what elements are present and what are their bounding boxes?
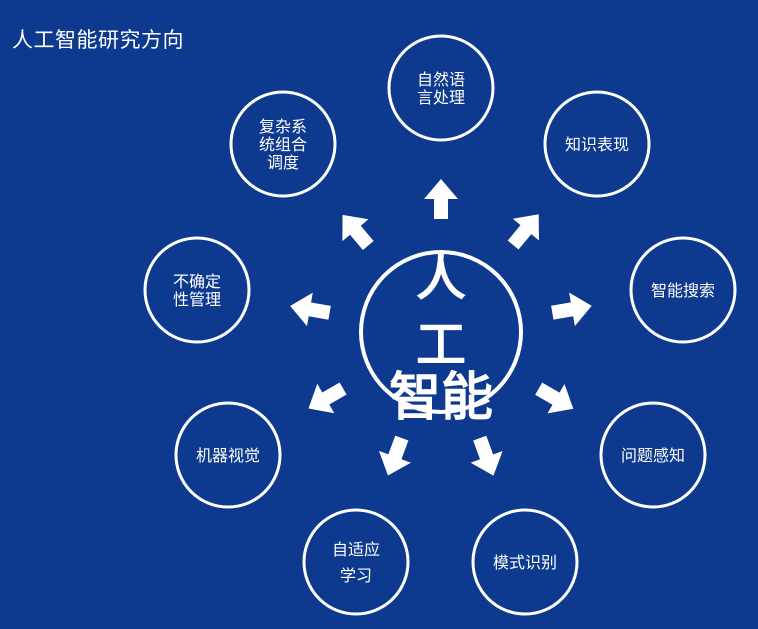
center-layer: 人工智能 [359, 249, 523, 428]
center-label-line: 工 [416, 316, 466, 374]
node-label-line: 统组合 [259, 135, 307, 154]
node-circle [174, 401, 282, 509]
node-circle [543, 90, 651, 198]
node-label-line: 机器视觉 [196, 446, 260, 465]
arrows-layer [290, 179, 592, 476]
node-pattern: 模式识别 [471, 508, 579, 616]
node-label-line: 自然语 [417, 70, 465, 89]
node-label-line: 自适应 [332, 540, 380, 559]
node-circle [229, 90, 337, 198]
node-label-line: 智能搜索 [651, 281, 715, 300]
arrow-icon [290, 292, 331, 327]
node-label-line: 调度 [267, 153, 299, 172]
node-label-line: 言处理 [417, 88, 465, 107]
node-knowledge: 知识表现 [543, 90, 651, 198]
node-label-line: 复杂系 [259, 117, 307, 136]
node-vision: 机器视觉 [174, 401, 282, 509]
arrow-icon [378, 435, 411, 476]
node-perception: 问题感知 [599, 401, 707, 509]
node-circle [471, 508, 579, 616]
center-label-line: 人 [416, 249, 466, 307]
node-label-line: 问题感知 [621, 446, 685, 465]
arrow-icon [308, 382, 347, 414]
node-circle [143, 236, 251, 344]
node-label-line: 知识表现 [565, 135, 629, 154]
arrow-icon [551, 292, 592, 327]
node-label-line: 不确定 [173, 272, 221, 291]
arrow-icon [507, 214, 539, 250]
node-label-line: 性管理 [173, 290, 221, 309]
node-label-line: 学习 [340, 566, 372, 585]
node-search: 智能搜索 [629, 236, 737, 344]
arrow-icon [424, 179, 458, 219]
node-circle [302, 508, 410, 616]
center-circle [359, 250, 523, 414]
arrow-icon [535, 382, 574, 414]
node-circle [387, 34, 495, 142]
arrow-icon [342, 214, 374, 251]
center-label-line: 智能 [389, 368, 493, 428]
node-label-line: 模式识别 [493, 553, 557, 572]
node-circle [629, 236, 737, 344]
arrow-icon [470, 435, 503, 476]
node-circle [599, 401, 707, 509]
page-title: 人工智能研究方向 [12, 28, 184, 52]
